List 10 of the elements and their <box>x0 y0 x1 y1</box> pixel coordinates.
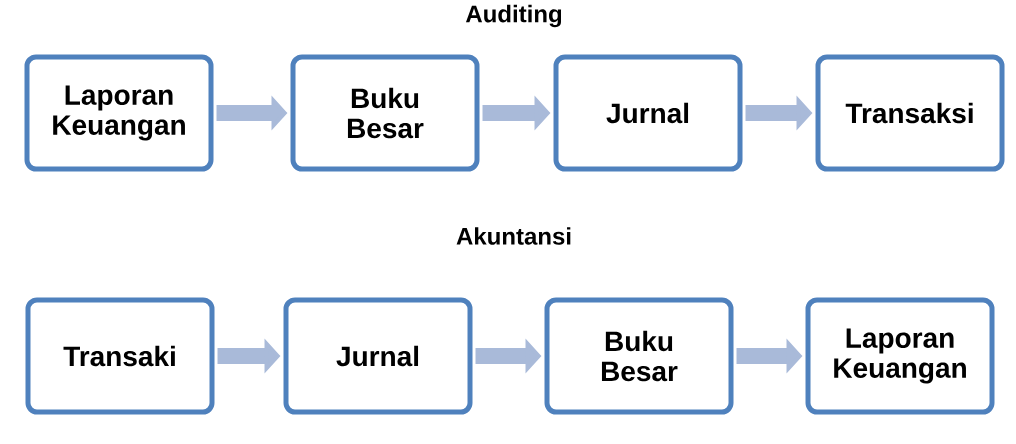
process-box: Laporan Keuangan <box>805 297 995 415</box>
process-box: Transaksi <box>815 54 1005 172</box>
process-box: Buku Besar <box>544 297 734 415</box>
process-box: Buku Besar <box>290 54 480 172</box>
process-box: Jurnal <box>553 54 743 172</box>
row-heading: Akuntansi <box>456 227 571 245</box>
process-box: Transaki <box>25 297 215 415</box>
process-box: Jurnal <box>283 297 473 415</box>
row-heading: Auditing <box>465 4 562 28</box>
process-box: Laporan Keuangan <box>24 54 214 172</box>
